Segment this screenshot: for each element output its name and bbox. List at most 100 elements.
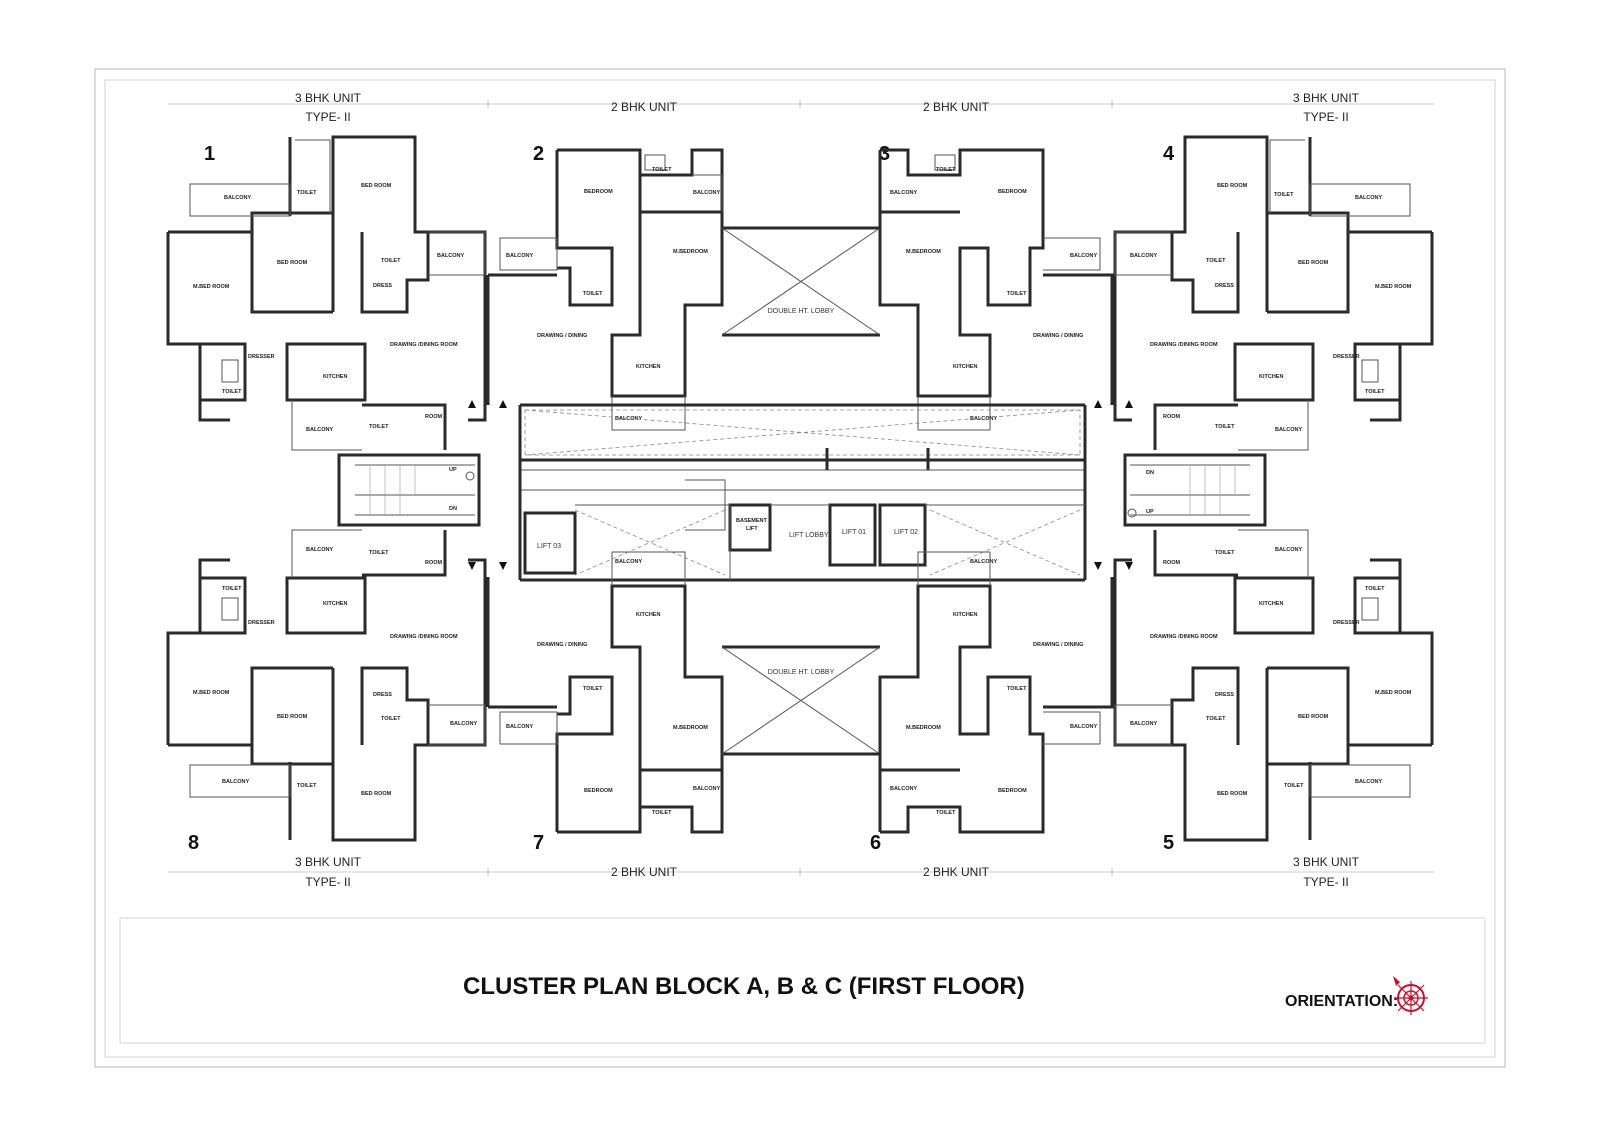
u5-balcony-top: BALCONY	[1275, 547, 1303, 553]
staircase-left	[337, 453, 481, 527]
basement-lift-line2: LIFT	[746, 526, 758, 532]
basement-lift-line1: BASEMENT	[736, 518, 768, 524]
unit-number-6: 6	[870, 832, 881, 854]
unit-number-8: 8	[188, 832, 199, 854]
u8-bed-room-1: BED ROOM	[277, 714, 308, 720]
u7-balcony-3: BALCONY	[693, 786, 721, 792]
u3-balcony-3: BALCONY	[970, 416, 998, 422]
u1-drawing-dining-room: DRAWING /DINING ROOM	[390, 342, 458, 348]
u1-balcony-right: BALCONY	[437, 253, 465, 259]
u1-balcony-top: BALCONY	[224, 195, 252, 201]
u5-toilet-2: TOILET	[1365, 586, 1385, 592]
u1-m-bed-room: M.BED ROOM	[193, 284, 230, 290]
u6-toilet-2: TOILET	[936, 810, 956, 816]
u4-balcony-top: BALCONY	[1355, 195, 1383, 201]
u6-m-bedroom: M.BEDROOM	[906, 725, 941, 731]
u2-drawing-dining: DRAWING / DINING	[537, 333, 587, 339]
unit-6-plan	[878, 551, 1114, 834]
u5-toilet-1: TOILET	[1215, 550, 1235, 556]
unit-6-type-line1: 2 BHK UNIT	[923, 865, 990, 879]
u7-drawing-dining: DRAWING / DINING	[537, 642, 587, 648]
unit-5-type-line1: 3 BHK UNIT	[1293, 855, 1360, 869]
u4-drawing-dining-room: DRAWING /DINING ROOM	[1150, 342, 1218, 348]
u1-bed-room-2: BED ROOM	[277, 260, 308, 266]
u7-m-bedroom: M.BEDROOM	[673, 725, 708, 731]
u6-balcony-3: BALCONY	[890, 786, 918, 792]
title-block	[119, 917, 1486, 1044]
staircase-right	[1123, 453, 1267, 527]
u7-kitchen: KITCHEN	[636, 612, 660, 618]
u7-toilet-2: TOILET	[652, 810, 672, 816]
u2-m-bedroom: M.BEDROOM	[673, 249, 708, 255]
unit-8-type-line2: TYPE- II	[305, 875, 350, 889]
u7-bedroom: BEDROOM	[584, 788, 613, 794]
u4-toilet-2: TOILET	[1206, 258, 1226, 264]
unit-number-5: 5	[1163, 832, 1174, 854]
u5-drawing-dining-room: DRAWING /DINING ROOM	[1150, 634, 1218, 640]
u8-balcony-bottom: BALCONY	[222, 779, 250, 785]
u1-dress: DRESS	[373, 283, 392, 289]
u3-m-bedroom: M.BEDROOM	[906, 249, 941, 255]
u3-toilet-2: TOILET	[1007, 291, 1027, 297]
stair-left-dn: DN	[449, 506, 457, 512]
u4-toilet-3: TOILET	[1365, 389, 1385, 395]
u5-toilet-4: TOILET	[1284, 783, 1304, 789]
unit-1-type-line1: 3 BHK UNIT	[295, 91, 362, 105]
compass-rose-icon	[1393, 976, 1428, 1015]
double-ht-lobby-top-label: DOUBLE HT. LOBBY	[768, 308, 835, 315]
dimension-lines	[168, 100, 1435, 876]
unit-3-plan	[878, 148, 1114, 431]
unit-3-type-line1: 2 BHK UNIT	[923, 100, 990, 114]
inner-frame	[104, 79, 1496, 1058]
u4-dress: DRESS	[1215, 283, 1234, 289]
u4-dresser: DRESSER	[1333, 354, 1360, 360]
u4-m-bed-room: M.BED ROOM	[1375, 284, 1412, 290]
unit-4-plan	[1113, 135, 1434, 451]
u4-room: ROOM	[1163, 414, 1181, 420]
u4-kitchen: KITCHEN	[1259, 374, 1283, 380]
unit-number-7: 7	[533, 832, 544, 854]
u6-balcony-2: BALCONY	[1070, 724, 1098, 730]
u4-toilet-4: TOILET	[1215, 424, 1235, 430]
u7-balcony-2: BALCONY	[506, 724, 534, 730]
u5-m-bed-room: M.BED ROOM	[1375, 690, 1412, 696]
u2-bedroom: BEDROOM	[584, 189, 613, 195]
unit-number-1: 1	[204, 143, 215, 165]
u1-toilet-2: TOILET	[381, 258, 401, 264]
u3-toilet-1: TOILET	[936, 167, 956, 173]
u8-room: ROOM	[425, 560, 443, 566]
u1-room: ROOM	[425, 414, 443, 420]
u4-bed-room-2: BED ROOM	[1298, 260, 1329, 266]
u1-bed-room-1: BED ROOM	[361, 183, 392, 189]
u8-balcony-top: BALCONY	[306, 547, 334, 553]
u8-dresser: DRESSER	[248, 620, 275, 626]
outer-frame	[94, 68, 1506, 1068]
u8-drawing-dining-room: DRAWING /DINING ROOM	[390, 634, 458, 640]
unit-2-plan	[486, 148, 724, 431]
u6-toilet-1: TOILET	[1007, 686, 1027, 692]
u2-toilet-1: TOILET	[652, 167, 672, 173]
double-ht-lobby-bottom-label: DOUBLE HT. LOBBY	[768, 669, 835, 676]
u7-toilet-1: TOILET	[583, 686, 603, 692]
u2-balcony-3: BALCONY	[615, 416, 643, 422]
u4-balcony-left: BALCONY	[1130, 253, 1158, 259]
sheet-title: CLUSTER PLAN BLOCK A, B & C (FIRST FLOOR…	[463, 973, 1025, 1000]
double-ht-lobby-bottom	[721, 645, 881, 756]
u1-toilet-1: TOILET	[297, 190, 317, 196]
double-ht-lobby-top	[721, 226, 881, 337]
unit-8-type-line1: 3 BHK UNIT	[295, 855, 362, 869]
u2-toilet-2: TOILET	[583, 291, 603, 297]
u3-balcony-1: BALCONY	[890, 190, 918, 196]
unit-5-type-line2: TYPE- II	[1303, 875, 1348, 889]
lift-03-label: LIFT 03	[537, 543, 561, 550]
u8-toilet-3: TOILET	[381, 716, 401, 722]
entry-markers	[468, 400, 1133, 570]
u5-dress: DRESS	[1215, 692, 1234, 698]
u2-kitchen: KITCHEN	[636, 364, 660, 370]
u1-toilet-4: TOILET	[369, 424, 389, 430]
u6-kitchen: KITCHEN	[953, 612, 977, 618]
u5-toilet-3: TOILET	[1206, 716, 1226, 722]
unit-number-2: 2	[533, 143, 544, 165]
orientation-label: ORIENTATION:	[1285, 993, 1398, 1010]
u4-balcony-bottom: BALCONY	[1275, 427, 1303, 433]
